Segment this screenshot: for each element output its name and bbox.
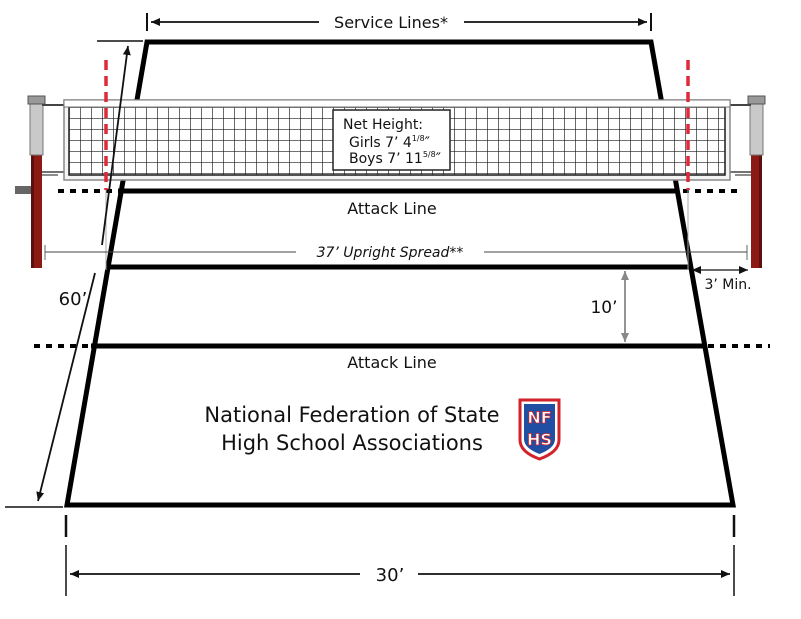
net-height-boys: Boys 7’ 115/8″ [349,150,441,167]
right-net-post [735,95,766,268]
net-height-box: Net Height: Girls 7’ 41/8″ Boys 7’ 115/8… [332,109,451,171]
net-height-title: Net Height: [343,117,423,133]
service-lines-dimension: Service Lines* [146,13,652,32]
min-clearance-label: 3’ Min. [704,277,751,293]
upright-spread-dimension: 37’ Upright Spread** [44,245,748,261]
ten-foot-dimension: 10’ [590,271,629,342]
court-lines [34,39,770,508]
organization-line-1: National Federation of State [204,403,499,427]
net-height-girls: Girls 7’ 41/8″ [349,134,430,151]
svg-text:HS: HS [527,430,552,449]
court-boundary [64,39,736,508]
net-top-band [63,99,731,108]
upright-spread-label: 37’ Upright Spread** [317,245,464,261]
attack-line-label-near: Attack Line [347,353,437,372]
organization-line-2: High School Associations [221,431,483,455]
thirty-foot-dimension: 30’ [64,515,736,596]
svg-text:NF: NF [527,408,551,427]
sixty-foot-label: 60’ [59,289,88,310]
left-net-post [15,95,58,268]
min-clearance-dimension: 3’ Min. [692,266,752,293]
sixty-foot-dimension: 60’ [5,40,143,508]
nfhs-logo: NF HS [518,398,561,461]
service-lines-label: Service Lines* [334,13,448,32]
ten-foot-label: 10’ [590,298,617,318]
attack-line-label-far: Attack Line [347,199,437,218]
thirty-foot-label: 30’ [376,565,405,586]
